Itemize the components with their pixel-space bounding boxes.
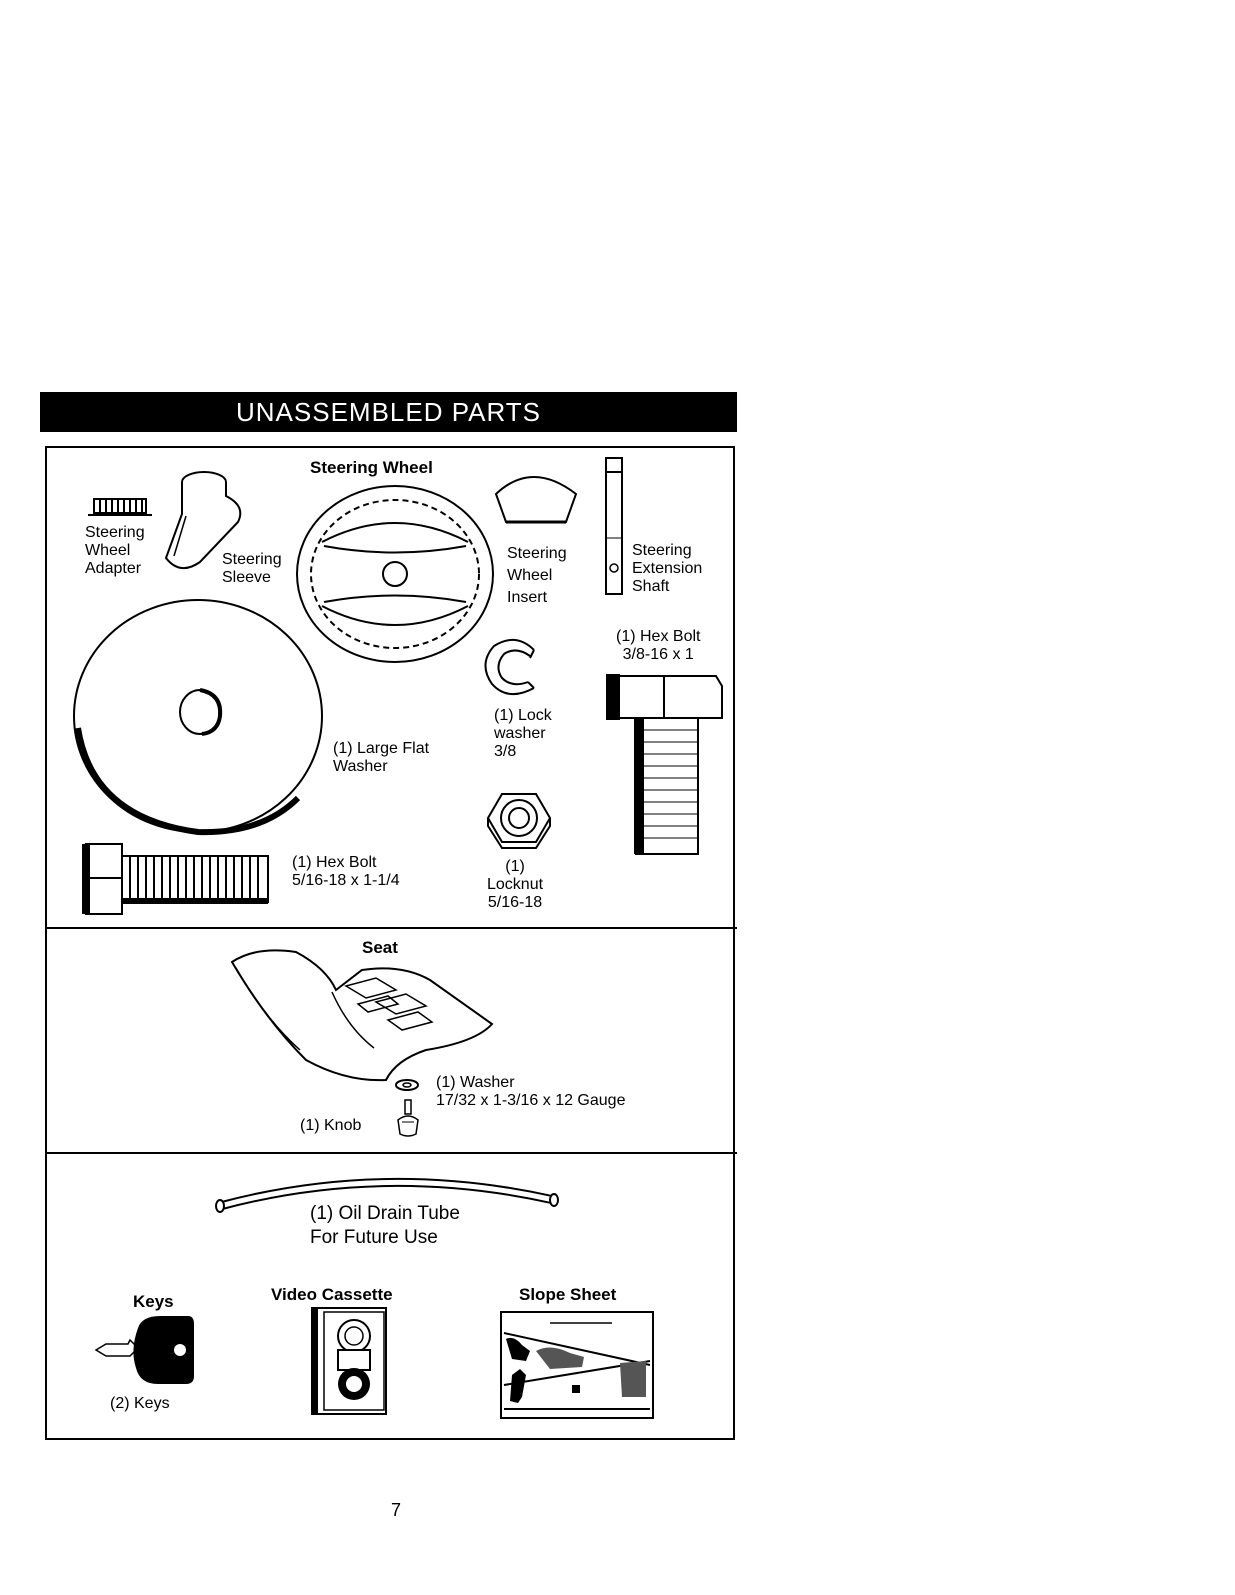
- steering-extension-shaft-image: [605, 457, 623, 595]
- lock-washer-image: [484, 639, 535, 695]
- steering-wheel-insert-image: [494, 476, 578, 524]
- hex-bolt-small-label: (1) Hex Bolt 5/16-18 x 1-1/4: [292, 854, 400, 889]
- oil-drain-tube-image: [215, 1177, 559, 1213]
- hex-bolt-large-label: (1) Hex Bolt 3/8-16 x 1: [616, 628, 701, 663]
- knob-label: (1) Knob: [300, 1117, 362, 1134]
- keys-title: Keys: [133, 1292, 174, 1311]
- locknut-image: [486, 793, 552, 849]
- keys-label: (2) Keys: [110, 1395, 170, 1412]
- knob-image: [397, 1099, 419, 1137]
- steering-wheel-adapter-label: Steering Wheel Adapter: [85, 524, 145, 577]
- steering-wheel-title: Steering Wheel: [310, 458, 433, 477]
- oil-drain-tube-label: (1) Oil Drain Tube For Future Use: [310, 1203, 460, 1248]
- slope-sheet-image: [500, 1311, 654, 1419]
- section-divider-2: [45, 1152, 737, 1154]
- video-cassette-title: Video Cassette: [271, 1285, 393, 1304]
- slope-sheet-title: Slope Sheet: [519, 1285, 617, 1304]
- page-number: 7: [391, 1500, 402, 1520]
- hex-bolt-small-image: [82, 843, 269, 915]
- steering-sleeve-image: [164, 471, 242, 569]
- hex-bolt-large-image: [606, 674, 723, 855]
- locknut-label: (1) Locknut 5/16-18: [487, 858, 544, 911]
- seat-washer-image: [395, 1079, 419, 1091]
- section-divider-1: [45, 927, 737, 929]
- video-cassette-image: [311, 1307, 387, 1415]
- steering-wheel-image: [296, 485, 494, 663]
- seat-washer-label: (1) Washer 17/32 x 1-3/16 x 12 Gauge: [436, 1074, 626, 1109]
- parts-frame: [45, 446, 735, 1440]
- steering-wheel-adapter-image: [88, 498, 152, 516]
- section-title: UNASSEMBLED PARTS: [235, 397, 541, 427]
- keys-image: [94, 1316, 194, 1384]
- seat-image: [230, 949, 494, 1082]
- seat-title: Seat: [362, 938, 398, 957]
- steering-wheel-insert-label: Steering Wheel Insert: [507, 545, 567, 606]
- steering-extension-shaft-label: Steering Extension Shaft: [632, 542, 703, 595]
- section-title-banner: UNASSEMBLED PARTS: [40, 392, 737, 432]
- steering-sleeve-label: Steering Sleeve: [222, 551, 282, 586]
- large-flat-washer-label: (1) Large Flat Washer: [333, 740, 430, 775]
- lock-washer-label: (1) Lock washer 3/8: [494, 707, 552, 760]
- large-flat-washer-image: [73, 599, 323, 836]
